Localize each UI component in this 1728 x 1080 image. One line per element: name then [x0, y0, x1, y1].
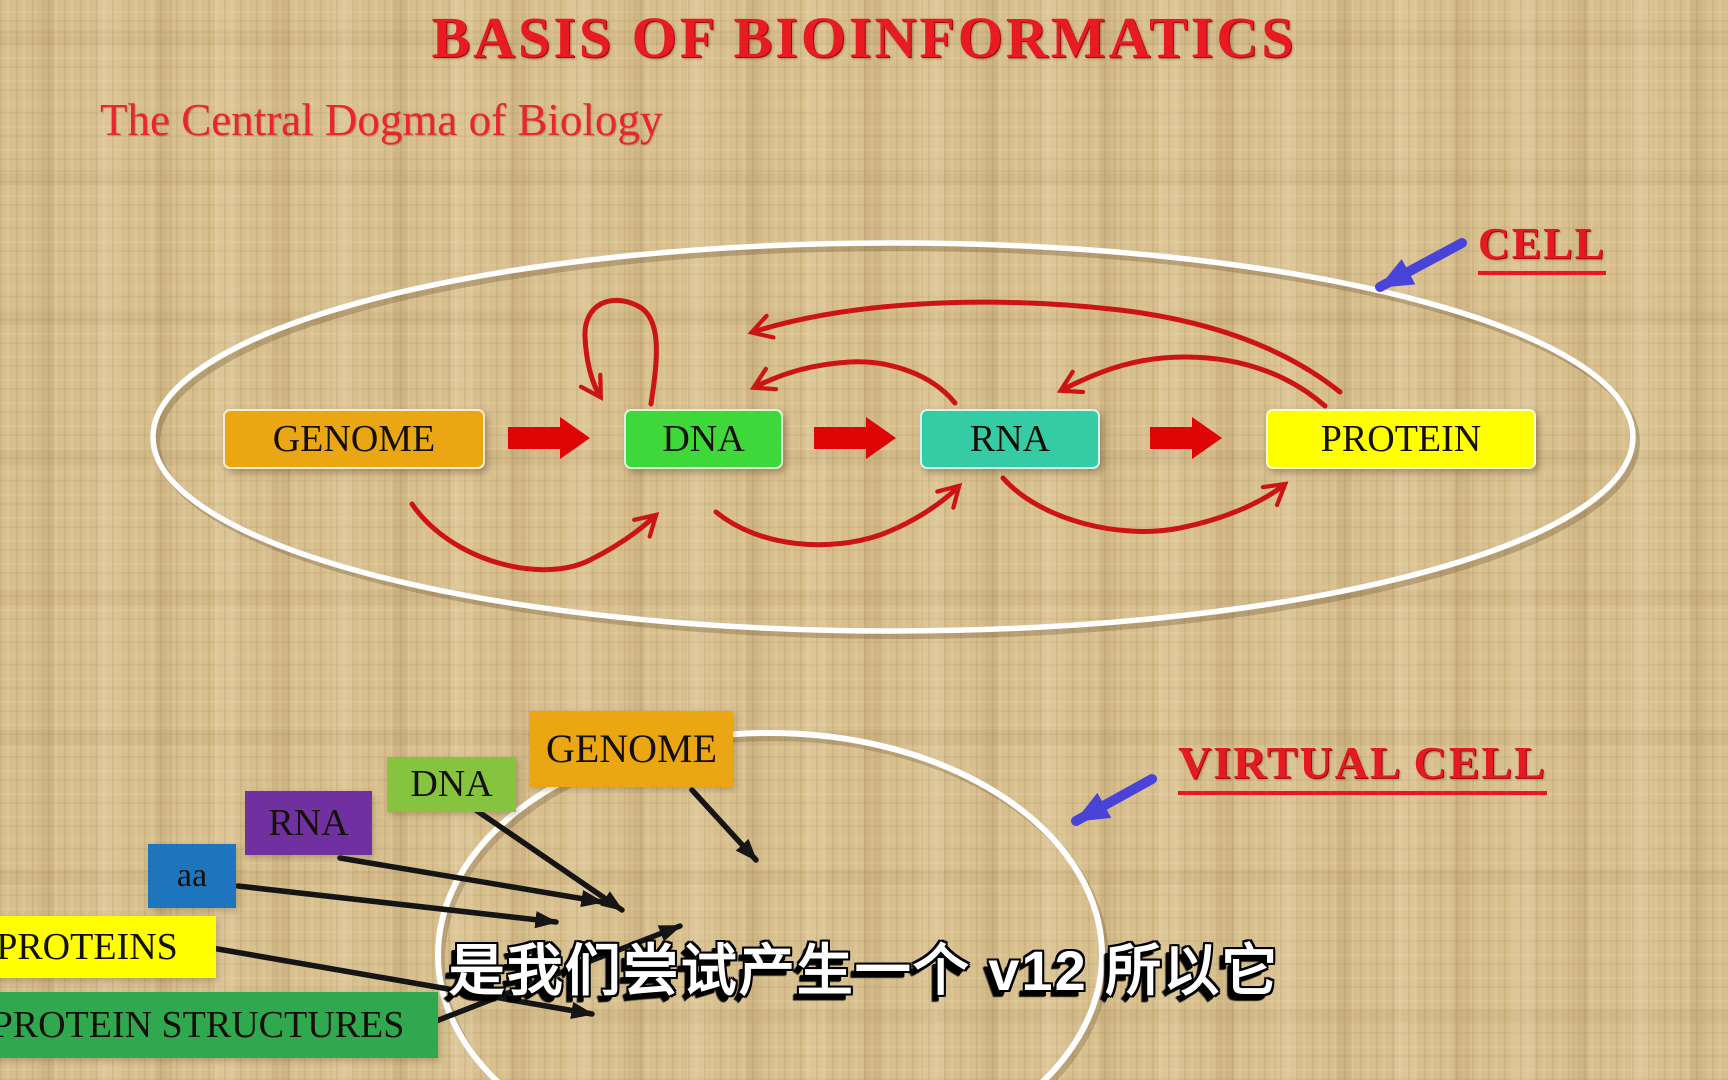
- block-arrow-genome-dna-icon: [508, 417, 590, 459]
- cell-ellipse: [150, 240, 1636, 634]
- virtual-box-dna: DNA: [387, 757, 516, 812]
- dna-to-rna-bottom-arrow: [713, 482, 963, 548]
- virtual-cell-ellipse-shadow: [439, 735, 1109, 1080]
- aa-mapping-arrow: [235, 883, 559, 929]
- virtual-box-rna: RNA: [245, 791, 372, 855]
- cell-box-protein: PROTEIN: [1266, 409, 1536, 469]
- rna-to-protein-bottom-arrow: [1000, 475, 1289, 534]
- page-subtitle: The Central Dogma of Biology: [100, 95, 663, 145]
- virtual-box-aa: aa: [148, 844, 236, 908]
- protein-to-dna-arrow: [747, 299, 1343, 395]
- virtual-cell-ellipse: [435, 730, 1105, 1080]
- cell-pointer-arrow-icon: [1375, 238, 1467, 292]
- cell-box-genome: GENOME: [223, 409, 485, 469]
- block-arrow-rna-protein-icon: [1150, 417, 1222, 459]
- rna-mapping-arrow: [337, 855, 605, 908]
- block-arrow-dna-rna-icon: [814, 417, 896, 459]
- virtual-box-protein-structures: PROTEIN STRUCTURES: [0, 992, 438, 1058]
- protein-to-rna-arrow: [1056, 354, 1328, 409]
- cell-ellipse-shadow: [154, 245, 1640, 639]
- dna-self-replication-arrow: [578, 297, 659, 407]
- protein-structures-mapping-arrow: [405, 923, 683, 1035]
- rna-to-dna-arrow: [749, 359, 958, 406]
- proteins-mapping-arrow: [209, 945, 595, 1020]
- genome-to-dna-bottom-arrow: [409, 501, 660, 573]
- virtual-cell-pointer-arrow-icon: [1071, 774, 1157, 826]
- virtual-box-proteins: PROTEINS: [0, 916, 216, 978]
- cell-box-dna: DNA: [624, 409, 783, 469]
- genome-mapping-arrow: [689, 787, 759, 863]
- cell-label: CELL: [1478, 218, 1606, 275]
- subtitle-caption: 是我们尝试产生一个 v12 所以它: [448, 939, 1280, 1002]
- virtual-cell-label: VIRTUAL CELL: [1178, 736, 1547, 795]
- page-title: BASIS OF BIOINFORMATICS: [431, 5, 1297, 70]
- virtual-box-genome: GENOME: [530, 711, 733, 787]
- cell-box-rna: RNA: [920, 409, 1100, 469]
